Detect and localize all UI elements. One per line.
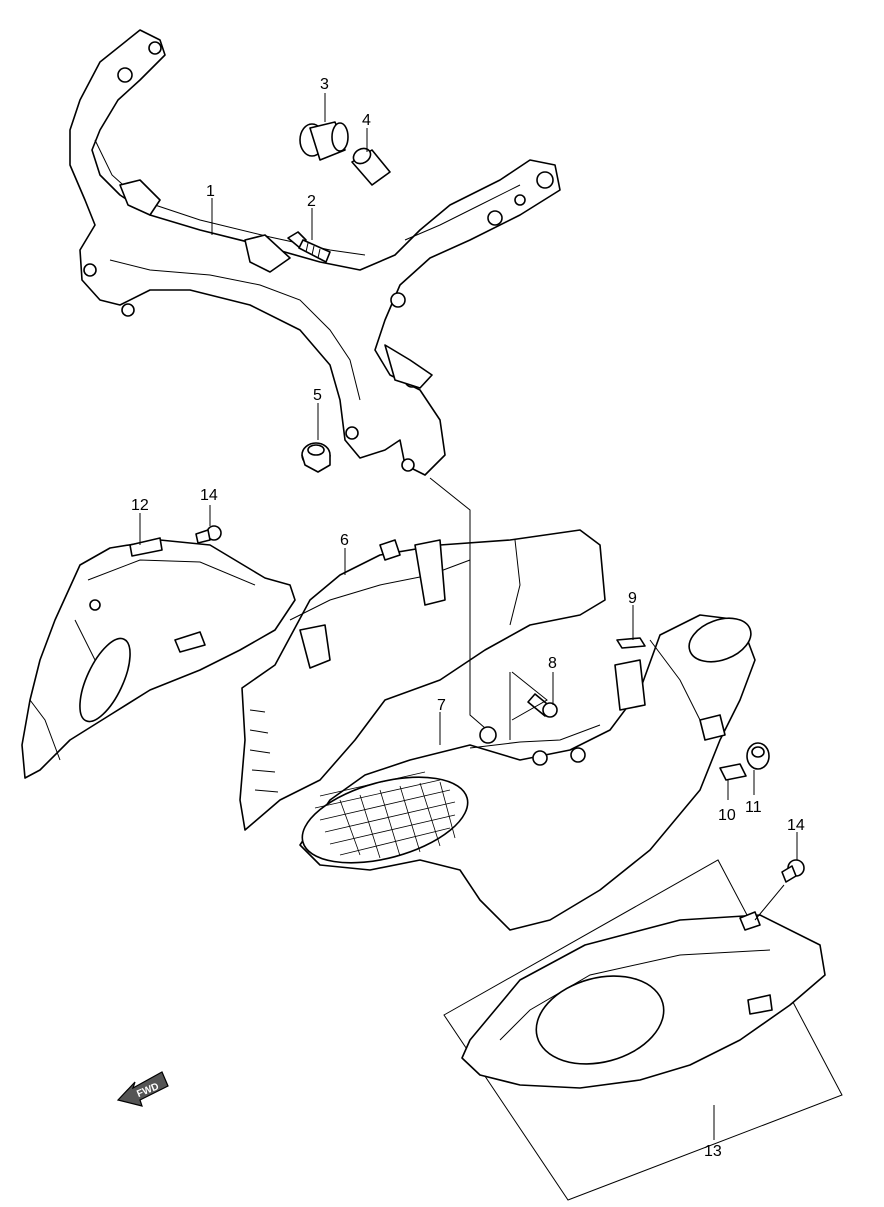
cover-part-13: [443, 859, 843, 1201]
callout-14-lower: 14: [787, 817, 805, 834]
inner-cover-left-part-12: [21, 537, 296, 779]
callout-14-upper: 14: [200, 487, 218, 504]
clip-part-9: [616, 637, 646, 649]
callout-11: 11: [745, 799, 762, 816]
nut-part-10: [719, 763, 747, 781]
grommet-part-5: [301, 442, 331, 473]
grommet-part-3: [299, 121, 349, 161]
screw-part-14-upper: [195, 525, 222, 544]
grommet-part-11: [746, 742, 770, 770]
air-duct-part-7: [299, 614, 756, 931]
callout-10: 10: [718, 807, 736, 824]
callout-2: 2: [307, 193, 316, 210]
callout-6: 6: [340, 532, 349, 549]
callout-7: 7: [437, 697, 446, 714]
callout-12: 12: [131, 497, 149, 514]
callout-labels: 1 2 3 4 5 6 7 8 9 10 11 12 14 14 13: [131, 76, 805, 1160]
forward-direction-arrow-icon: FWD: [116, 1071, 169, 1107]
callout-13: 13: [704, 1143, 722, 1160]
callout-4: 4: [362, 112, 371, 129]
callout-3: 3: [320, 76, 329, 93]
callout-9: 9: [628, 590, 637, 607]
callout-8: 8: [548, 655, 557, 672]
bolt-part-2: [287, 231, 331, 263]
screw-part-14-lower: [781, 859, 805, 883]
screw-part-8: [527, 693, 558, 718]
collar-part-4: [351, 147, 391, 186]
air-duct-part-6: [239, 529, 606, 831]
callout-5: 5: [313, 387, 322, 404]
leader-lines: [139, 93, 798, 1140]
intake-mesh: [314, 771, 456, 859]
callout-1: 1: [206, 183, 215, 200]
frame-bracket-part: [69, 29, 561, 476]
